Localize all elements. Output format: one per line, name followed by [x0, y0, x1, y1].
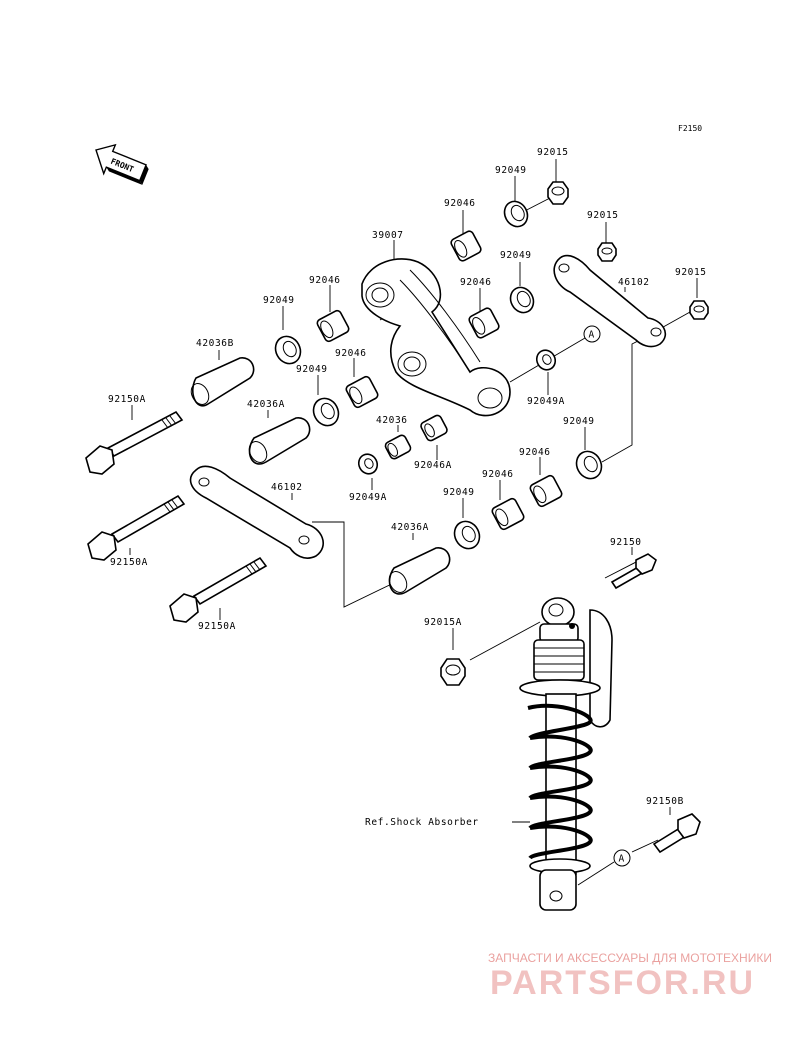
front-arrow-icon: FRONT — [95, 143, 149, 185]
bearing-92046-left-upper — [316, 309, 350, 343]
seal-92049A-lower — [357, 453, 379, 475]
label-92049: 92049 — [296, 364, 328, 375]
label-92150: 92150 — [610, 537, 642, 548]
seal-92049-lower-right — [575, 450, 603, 480]
seal-92049-left-upper — [274, 335, 302, 365]
label-92150A: 92150A — [198, 621, 236, 632]
part-labels: 92015 92049 92046 92015 39007 92049 9201… — [108, 147, 707, 828]
label-92150B: 92150B — [646, 796, 684, 807]
seal-92049-lower — [453, 520, 481, 550]
label-92015A: 92015A — [424, 617, 462, 628]
seal-92049-middle — [312, 397, 340, 427]
label-92049: 92049 — [263, 295, 295, 306]
label-ref-shock-absorber: Ref.Shock Absorber — [365, 817, 479, 828]
seal-92049A-upper — [535, 349, 557, 371]
label-46102: 46102 — [271, 482, 303, 493]
bolt-92150 — [610, 553, 657, 590]
label-92046: 92046 — [482, 469, 514, 480]
label-42036B: 42036B — [196, 338, 234, 349]
watermark-brand: PARTSFOR.RU — [490, 964, 755, 1002]
nut-92015-right — [689, 300, 709, 320]
nut-92015A — [440, 658, 466, 686]
label-92049: 92049 — [443, 487, 475, 498]
label-92150A: 92150A — [110, 557, 148, 568]
bearing-92046-middle — [345, 375, 379, 409]
label-92150A: 92150A — [108, 394, 146, 405]
label-92049A: 92049A — [349, 492, 387, 503]
nut-92015-middle — [597, 242, 617, 262]
label-92046: 92046 — [309, 275, 341, 286]
bolt-92150A-top — [85, 410, 184, 475]
seal-92049-right — [509, 286, 535, 314]
label-92046: 92046 — [444, 198, 476, 209]
ref-marker-a-bottom: A — [613, 849, 631, 867]
collar-42036 — [384, 434, 412, 460]
label-42036: 42036 — [376, 415, 408, 426]
bearing-92046-lower — [491, 497, 525, 531]
nut-92015-top — [547, 181, 569, 205]
label-92046: 92046 — [335, 348, 367, 359]
bolt-92150B — [652, 813, 701, 854]
rocker-arm-39007 — [361, 258, 511, 417]
bolt-92150A-middle — [87, 494, 186, 561]
watermark-tagline: ЗАПЧАСТИ И АКСЕССУАРЫ ДЛЯ МОТОТЕХНИКИ — [488, 951, 772, 965]
sleeve-42036A-lower — [388, 547, 451, 595]
svg-text:A: A — [589, 330, 595, 341]
sleeve-42036A-upper — [248, 417, 311, 465]
tie-rod-46102-left — [189, 465, 325, 559]
tie-rod-46102-right — [553, 254, 666, 348]
label-92015: 92015 — [587, 210, 619, 221]
label-46102: 46102 — [618, 277, 650, 288]
watermark: ЗАПЧАСТИ И АКСЕССУАРЫ ДЛЯ МОТОТЕХНИКИ PA… — [488, 951, 772, 1002]
label-42036A: 42036A — [391, 522, 429, 533]
label-92046: 92046 — [519, 447, 551, 458]
seal-92049-top — [503, 200, 529, 228]
label-92049: 92049 — [495, 165, 527, 176]
label-92015: 92015 — [675, 267, 707, 278]
label-92049: 92049 — [500, 250, 532, 261]
bolt-92150A-lower — [169, 556, 268, 623]
label-92049A: 92049A — [527, 396, 565, 407]
bearing-92046-lower-right — [529, 474, 563, 508]
ref-marker-a-top: A — [583, 325, 601, 343]
sleeve-42036B — [190, 357, 255, 407]
diagram-code: F2150 — [678, 124, 702, 133]
label-39007: 39007 — [372, 230, 404, 241]
label-92046: 92046 — [460, 277, 492, 288]
bearing-92046-right — [468, 307, 500, 339]
label-92015: 92015 — [537, 147, 569, 158]
label-92049: 92049 — [563, 416, 595, 427]
shock-absorber — [519, 597, 613, 911]
label-42036A: 42036A — [247, 399, 285, 410]
bearing-92046A — [420, 414, 448, 442]
label-92046A: 92046A — [414, 460, 452, 471]
svg-text:A: A — [619, 854, 625, 865]
bearing-92046-top — [450, 230, 482, 262]
